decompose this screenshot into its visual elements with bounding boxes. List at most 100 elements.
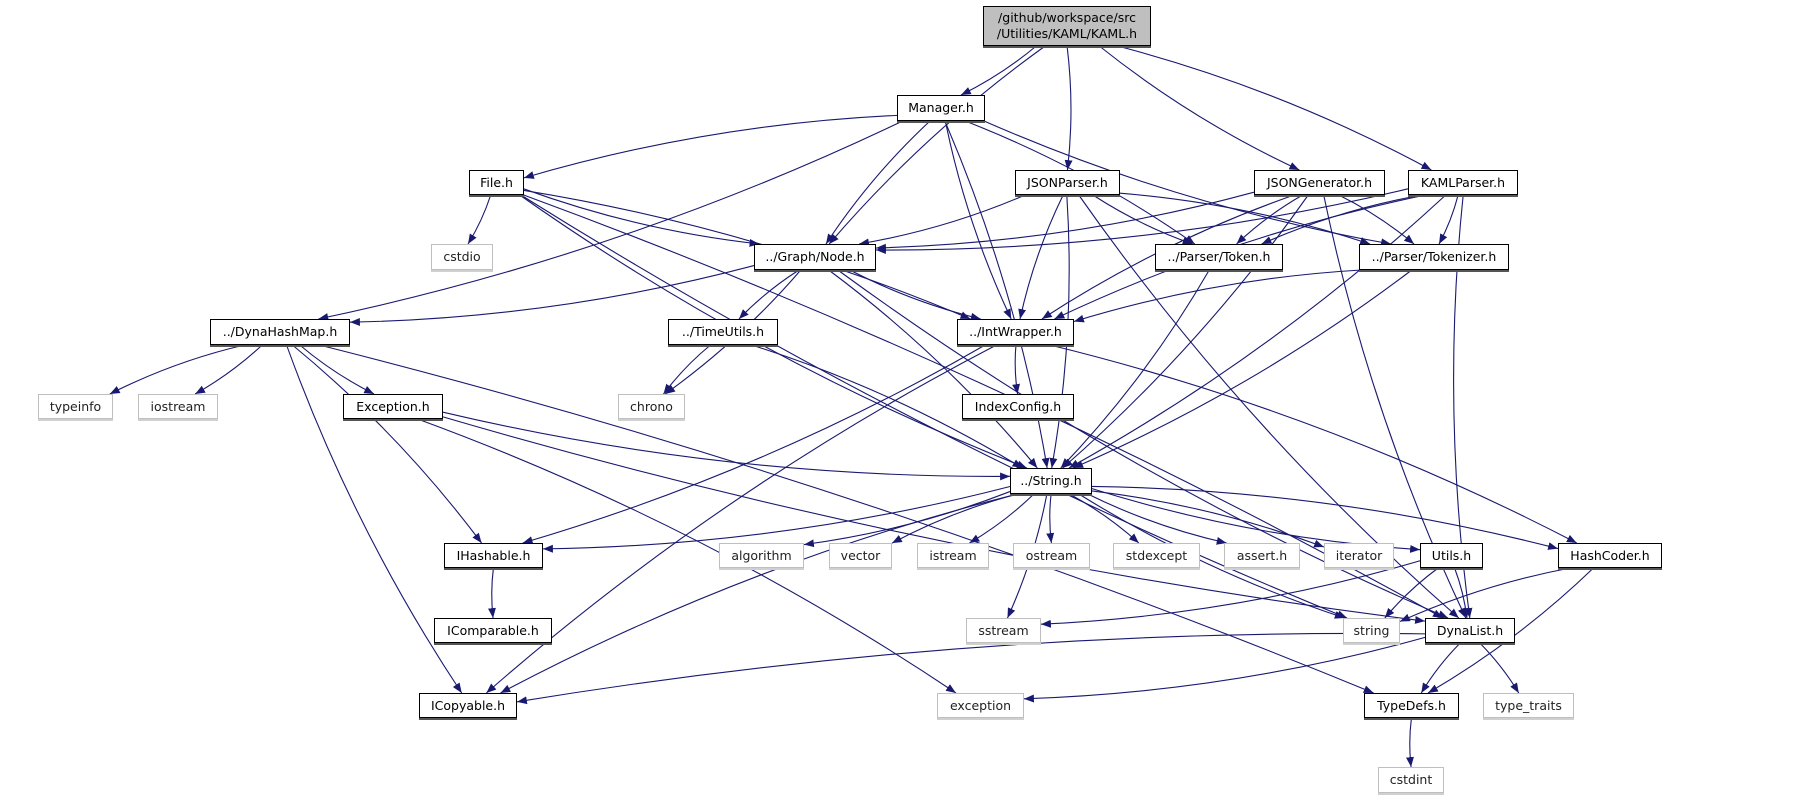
graph-node-assert[interactable]: assert.h — [1224, 543, 1300, 568]
graph-node-token[interactable]: ../Parser/Token.h — [1155, 244, 1283, 270]
edge-kaml-to-jsongen — [1098, 45, 1300, 171]
edge-jsonparser-to-token — [1092, 194, 1193, 245]
node-label: HashCoder.h — [1570, 547, 1650, 563]
edge-string-h-to-icopyable — [500, 493, 1018, 694]
graph-node-exception[interactable]: exception — [937, 693, 1024, 718]
edge-kaml-to-jsonparser — [1064, 45, 1073, 171]
edge-manager-to-file — [523, 114, 898, 179]
graph-node-dynahashmap[interactable]: ../DynaHashMap.h — [210, 319, 350, 345]
graph-node-sstream[interactable]: sstream — [966, 618, 1041, 643]
edge-file-to-intwrapper — [523, 189, 971, 320]
edge-exception-h-to-dynalist — [442, 416, 1426, 624]
graph-node-timeutils[interactable]: ../TimeUtils.h — [668, 319, 778, 345]
graph-node-manager[interactable]: Manager.h — [897, 95, 985, 121]
edge-utils-to-sstream — [1040, 560, 1421, 628]
graph-node-iterator[interactable]: iterator — [1324, 543, 1394, 568]
edge-tokenizer-to-string-h — [1073, 269, 1413, 469]
edge-dynalist-to-exception — [1023, 636, 1426, 703]
edge-file-to-dynalist — [523, 194, 1444, 619]
edge-kamlparser-to-tokenizer — [1438, 194, 1459, 245]
graph-node-jsonparser[interactable]: JSONParser.h — [1015, 170, 1120, 195]
graph-node-type-traits[interactable]: type_traits — [1483, 693, 1574, 718]
node-label: Exception.h — [356, 398, 430, 414]
graph-node-cstdio[interactable]: cstdio — [431, 244, 493, 270]
graph-node-tokenizer[interactable]: ../Parser/Tokenizer.h — [1359, 244, 1509, 270]
graph-node-icomparable[interactable]: IComparable.h — [434, 618, 552, 643]
edge-timeutils-to-string-h — [751, 344, 1023, 469]
node-label: ../IntWrapper.h — [969, 324, 1062, 339]
node-label: KAMLParser.h — [1420, 174, 1506, 190]
node-label: ostream — [1025, 547, 1078, 563]
edge-string-h-to-istream — [969, 493, 1035, 544]
node-label: sstream — [978, 622, 1029, 638]
graph-node-cstdint[interactable]: cstdint — [1378, 767, 1444, 793]
edge-intwrapper-to-indexconfig — [1012, 344, 1020, 395]
edge-string-h-to-stdexcept — [1069, 493, 1140, 544]
node-label: ../DynaHashMap.h — [222, 324, 338, 339]
graph-node-algorithm[interactable]: algorithm — [719, 543, 804, 568]
graph-node-istream[interactable]: istream — [917, 543, 989, 568]
graph-node-iostream[interactable]: iostream — [138, 394, 218, 419]
edge-dynalist-to-type-traits — [1479, 642, 1520, 694]
edge-file-to-cstdio — [467, 194, 492, 245]
edge-string-h-to-ihashable — [542, 485, 1011, 553]
node-label: vector — [840, 547, 881, 563]
node-label: IHashable.h — [456, 547, 531, 563]
node-label: istream — [929, 547, 977, 563]
edge-dynalist-to-icopyable — [516, 632, 1426, 705]
graph-node-ostream[interactable]: ostream — [1013, 543, 1090, 568]
node-label: Utils.h — [1431, 547, 1472, 563]
edge-string-h-to-assert — [1087, 493, 1227, 545]
edge-intwrapper-to-icopyable — [485, 344, 997, 694]
node-label: assert.h — [1236, 547, 1288, 563]
graph-node-ihashable[interactable]: IHashable.h — [444, 543, 543, 568]
node-label: typeinfo — [49, 398, 102, 414]
node-label: chrono — [630, 398, 673, 414]
graph-node-file[interactable]: File.h — [469, 170, 524, 195]
edge-manager-to-node — [825, 120, 931, 245]
graph-node-stdexcept[interactable]: stdexcept — [1113, 543, 1200, 568]
edge-string-h-to-ostream — [1046, 493, 1055, 544]
edge-ihashable-to-icomparable — [488, 567, 496, 619]
node-label: algorithm — [731, 547, 792, 563]
graph-node-kaml[interactable]: /github/workspace/src /Utilities/KAML/KA… — [983, 6, 1151, 46]
edge-jsonparser-to-tokenizer — [1119, 192, 1371, 245]
graph-node-string-h[interactable]: ../String.h — [1010, 468, 1092, 494]
node-label: TypeDefs.h — [1377, 697, 1446, 713]
node-label: Manager.h — [908, 100, 974, 115]
node-label: File.h — [480, 174, 513, 190]
graph-node-node[interactable]: ../Graph/Node.h — [754, 244, 876, 270]
node-label: IComparable.h — [447, 622, 539, 638]
graph-node-intwrapper[interactable]: ../IntWrapper.h — [957, 319, 1074, 345]
node-label: cstdint — [1389, 772, 1433, 787]
edge-kamlparser-to-node — [875, 188, 1409, 254]
graph-node-indexconfig[interactable]: IndexConfig.h — [962, 394, 1074, 419]
edge-manager-to-string-h — [944, 120, 1050, 469]
graph-node-kamlparser[interactable]: KAMLParser.h — [1408, 170, 1518, 195]
graph-node-hashcoder[interactable]: HashCoder.h — [1558, 543, 1662, 568]
edge-manager-to-intwrapper — [944, 120, 1012, 320]
graph-node-typedefs[interactable]: TypeDefs.h — [1364, 693, 1459, 718]
graph-node-chrono[interactable]: chrono — [618, 394, 685, 419]
node-label: IndexConfig.h — [974, 398, 1062, 414]
node-label: cstdio — [443, 249, 481, 264]
graph-node-icopyable[interactable]: ICopyable.h — [419, 693, 517, 718]
edge-string-h-to-algorithm — [803, 491, 1011, 548]
edge-dynahashmap-to-ihashable — [292, 344, 482, 544]
node-label: ../Graph/Node.h — [765, 249, 865, 264]
edge-exception-h-to-string-h — [442, 411, 1011, 481]
edge-tokenizer-to-intwrapper — [1073, 269, 1362, 323]
graph-node-jsongen[interactable]: JSONGenerator.h — [1254, 170, 1385, 195]
edge-exception-h-to-exception — [417, 418, 957, 694]
graph-node-string[interactable]: string — [1343, 618, 1400, 643]
edge-string-h-to-string — [1078, 493, 1345, 619]
graph-node-dynalist[interactable]: DynaList.h — [1425, 618, 1515, 643]
node-label: JSONGenerator.h — [1266, 174, 1373, 190]
graph-node-exception-h[interactable]: Exception.h — [343, 394, 443, 419]
graph-node-utils[interactable]: Utils.h — [1420, 543, 1483, 568]
graph-node-vector[interactable]: vector — [829, 543, 892, 568]
graph-node-typeinfo[interactable]: typeinfo — [38, 394, 113, 419]
node-label: ICopyable.h — [430, 697, 506, 713]
